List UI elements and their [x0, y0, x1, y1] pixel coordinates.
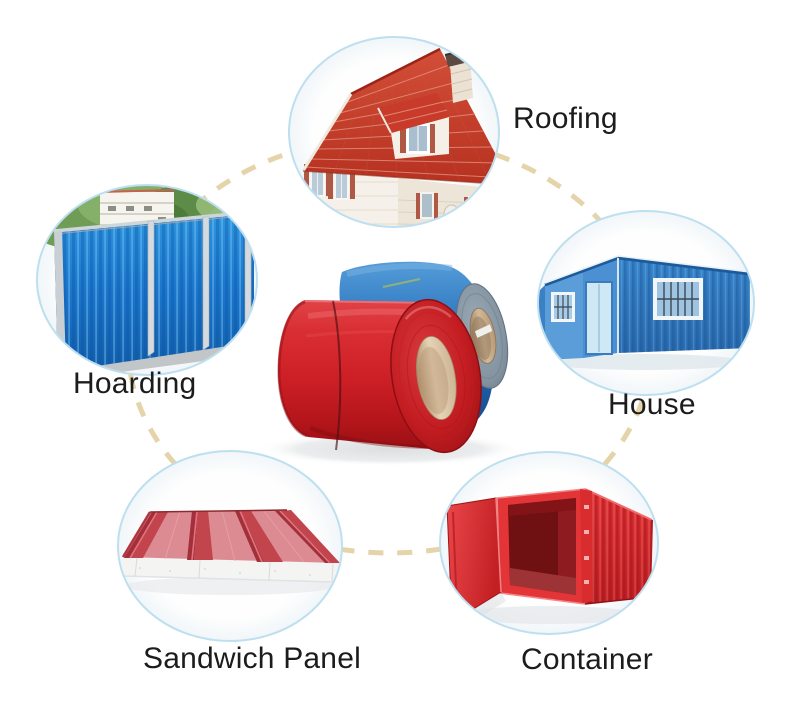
container-opening	[496, 488, 592, 605]
label-house: House	[608, 388, 696, 421]
house-side	[618, 258, 750, 353]
container-side	[584, 488, 653, 605]
label-roofing: Roofing	[513, 102, 618, 135]
house-shadow	[545, 354, 745, 370]
container-shadow	[462, 606, 638, 624]
red-shipping-container-icon	[446, 488, 653, 631]
coil-core	[416, 335, 457, 420]
house-circle	[537, 210, 755, 396]
label-container: Container	[521, 643, 653, 676]
house-door	[585, 281, 613, 355]
coil-seam	[332, 300, 342, 451]
panel-shadow	[125, 577, 335, 595]
roofing-circle	[288, 36, 500, 228]
steel-coils-icon	[258, 261, 522, 466]
fence-post	[147, 220, 155, 357]
roofing-circle-ring	[288, 36, 500, 228]
dormer	[377, 93, 449, 159]
sandwich-panel-circle-ring	[117, 450, 343, 642]
label-sandwich-panel: Sandwich Panel	[143, 642, 361, 675]
label-hoarding: Hoarding	[73, 367, 197, 400]
red-coil	[277, 298, 482, 454]
fence-post	[244, 213, 252, 346]
hoarding-circle	[36, 184, 258, 376]
blue-fence-icon	[37, 185, 257, 375]
blue-fence	[53, 210, 255, 372]
blue-container-house-icon	[538, 255, 751, 370]
container-door	[446, 497, 502, 623]
container-circle-ring	[439, 451, 659, 635]
panel-ribs	[124, 510, 340, 564]
house-circle-ring	[537, 210, 755, 396]
container-circle	[439, 451, 659, 635]
fence-post	[202, 216, 210, 351]
red-sandwich-panel-icon	[120, 509, 340, 595]
sandwich-panel-circle	[117, 450, 343, 642]
hoarding-circle-ring	[36, 184, 258, 376]
